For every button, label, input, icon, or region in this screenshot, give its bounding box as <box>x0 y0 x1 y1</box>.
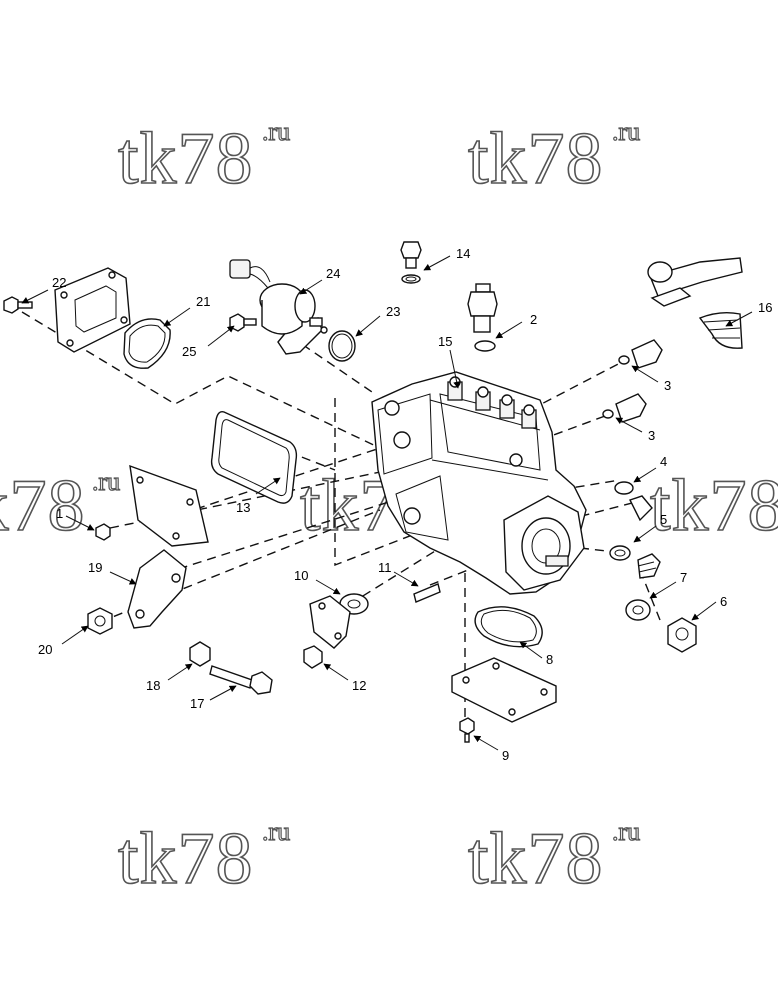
part-adapter-plate <box>54 267 131 353</box>
part-2-valve-holder <box>467 283 498 352</box>
part-8-gasket <box>474 606 543 648</box>
callout-14: 14 <box>456 246 470 261</box>
watermark-text: tk78 <box>468 118 604 200</box>
watermark-suffix: .ru <box>612 817 640 846</box>
part-1-bolt <box>95 523 111 541</box>
callout-8: 8 <box>546 652 553 667</box>
callout-10: 10 <box>294 568 308 583</box>
callout-1: 1 <box>56 506 63 521</box>
part-23-o-ring <box>328 330 356 362</box>
watermark-mid-left: tk78 .ru <box>0 464 121 548</box>
part-4-o-ring <box>614 481 634 495</box>
callout-11: 11 <box>378 560 392 575</box>
watermark-top-left: tk78 .ru <box>117 116 291 200</box>
delivery-valve-outlets <box>447 376 537 429</box>
callout-12: 12 <box>352 678 366 693</box>
callout-labels: 22 21 25 24 23 14 2 15 16 3 3 4 5 7 6 8 … <box>38 246 772 763</box>
part-16-injector <box>647 257 743 349</box>
callout-19: 19 <box>88 560 102 575</box>
part-24-solenoid <box>229 259 328 355</box>
watermark-text: tk78 <box>0 465 86 547</box>
watermark-suffix: .ru <box>612 117 640 146</box>
part-3-valve-upper <box>618 339 663 369</box>
watermark-mid-right: tk78 <box>649 464 778 548</box>
callout-15: 15 <box>438 334 452 349</box>
part-19-bracket <box>127 549 187 629</box>
part-flange-plate <box>309 595 351 649</box>
part-5-plug <box>629 495 653 522</box>
part-25-bolt <box>229 313 257 332</box>
callout-2: 2 <box>530 312 537 327</box>
part-20-nut <box>87 607 113 635</box>
callout-18: 18 <box>146 678 160 693</box>
callout-4: 4 <box>660 454 667 469</box>
part-14-plug <box>400 241 422 284</box>
watermark-bottom-right: tk78 .ru <box>467 816 641 900</box>
watermark-text: tk78 <box>118 818 254 900</box>
watermark-suffix: .ru <box>92 467 120 496</box>
callout-25: 25 <box>182 344 196 359</box>
part-21-gasket <box>123 318 171 369</box>
callout-17: 17 <box>190 696 204 711</box>
watermark-text: tk78 <box>650 465 778 547</box>
callout-7: 7 <box>680 570 687 585</box>
watermark-top-right: tk78 .ru <box>467 116 641 200</box>
part-6-nut <box>667 617 697 653</box>
callout-arrows <box>21 255 753 751</box>
callout-21: 21 <box>196 294 210 309</box>
callout-20: 20 <box>38 642 52 657</box>
watermark-text: tk78 <box>468 818 604 900</box>
part-9-screw <box>459 717 475 743</box>
part-17-stud <box>209 665 273 695</box>
callout-13: 13 <box>236 500 250 515</box>
part-18-nut <box>189 641 211 667</box>
callout-23: 23 <box>386 304 400 319</box>
part-22-bolt <box>3 296 33 314</box>
part-washer <box>609 545 631 561</box>
callout-5: 5 <box>660 512 667 527</box>
part-7-lock-washer <box>625 599 651 621</box>
watermark-suffix: .ru <box>262 817 290 846</box>
watermark-bottom-left: tk78 .ru <box>117 816 291 900</box>
drive-flange <box>503 495 585 591</box>
callout-24: 24 <box>326 266 340 281</box>
part-11-stud <box>413 583 441 603</box>
part-13-gasket <box>210 410 298 504</box>
part-12-nut <box>303 645 323 669</box>
part-bolt-7 <box>637 553 661 579</box>
part-bottom-cover <box>451 657 557 723</box>
callout-9: 9 <box>502 748 509 763</box>
callout-6: 6 <box>720 594 727 609</box>
watermark-text: tk78 <box>118 118 254 200</box>
watermark-suffix: .ru <box>262 117 290 146</box>
callout-3-lower: 3 <box>648 428 655 443</box>
callout-3-upper: 3 <box>664 378 671 393</box>
callout-16: 16 <box>758 300 772 315</box>
callout-22: 22 <box>52 275 66 290</box>
fuel-injection-pump-body <box>371 371 587 595</box>
part-3-valve-lower <box>602 393 647 423</box>
part-cover-plate <box>129 464 209 547</box>
